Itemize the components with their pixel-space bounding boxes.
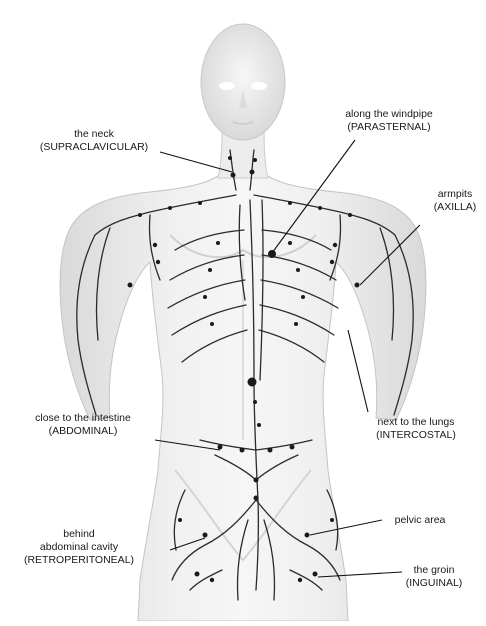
label-behind-sub: abdominal cavity xyxy=(6,541,152,554)
label-armpits-title: armpits xyxy=(424,188,486,201)
label-windpipe-title: along the windpipe xyxy=(322,108,456,121)
label-neck-title: the neck xyxy=(32,128,156,141)
label-lungs-sub: (INTERCOSTAL) xyxy=(360,429,472,442)
label-intestine-title: close to the intestine xyxy=(14,412,152,425)
label-armpits: armpits (AXILLA) xyxy=(424,188,486,214)
label-neck: the neck (SUPRACLAVICULAR) xyxy=(32,128,156,154)
label-windpipe-sub: (PARASTERNAL) xyxy=(322,121,456,134)
label-behind-sub2: (RETROPERITONEAL) xyxy=(6,554,152,567)
label-groin: the groin (INGUINAL) xyxy=(394,564,474,590)
label-behind-title: behind xyxy=(6,528,152,541)
label-neck-sub: (SUPRACLAVICULAR) xyxy=(32,141,156,154)
label-armpits-sub: (AXILLA) xyxy=(424,201,486,214)
label-pelvic-title: pelvic area xyxy=(380,514,460,527)
label-behind: behind abdominal cavity (RETROPERITONEAL… xyxy=(6,528,152,567)
leader-lungs xyxy=(348,330,368,412)
label-intestine-sub: (ABDOMINAL) xyxy=(14,425,152,438)
label-groin-sub: (INGUINAL) xyxy=(394,577,474,590)
label-lungs-title: next to the lungs xyxy=(360,416,472,429)
label-pelvic: pelvic area xyxy=(380,514,460,527)
label-lungs: next to the lungs (INTERCOSTAL) xyxy=(360,416,472,442)
label-groin-title: the groin xyxy=(394,564,474,577)
label-intestine: close to the intestine (ABDOMINAL) xyxy=(14,412,152,438)
label-windpipe: along the windpipe (PARASTERNAL) xyxy=(322,108,456,134)
